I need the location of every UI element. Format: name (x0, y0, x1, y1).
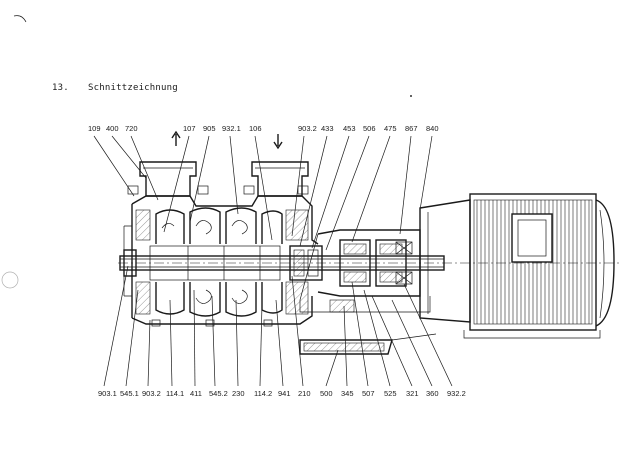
label-top-903-2: 903.2 (298, 124, 317, 133)
label-top-475: 475 (384, 124, 397, 133)
bottom-labels: 903.1 545.1 903.2 114.1 411 545.2 230 11… (98, 265, 466, 398)
label-bottom-903-2: 903.2 (142, 389, 161, 398)
scan-marks (1, 15, 412, 289)
shaft-assembly (118, 245, 620, 281)
label-top-840: 840 (426, 124, 439, 133)
label-bottom-903-1: 903.1 (98, 389, 117, 398)
lantern-coupling (299, 229, 431, 313)
label-bottom-545-1: 545.1 (120, 389, 139, 398)
label-top-107: 107 (183, 124, 196, 133)
label-top-506: 506 (363, 124, 376, 133)
label-top-106: 106 (249, 124, 262, 133)
top-labels: 109 400 720 107 905 932.1 106 903.2 433 … (88, 124, 439, 251)
label-bottom-321: 321 (406, 389, 419, 398)
motor (419, 193, 615, 339)
label-top-867: 867 (405, 124, 418, 133)
label-bottom-932-2: 932.2 (447, 389, 466, 398)
label-bottom-114-1: 114.1 (166, 389, 184, 398)
label-top-453: 453 (343, 124, 356, 133)
label-bottom-500: 500 (320, 389, 333, 398)
pump-casing (123, 130, 319, 327)
label-bottom-545-2: 545.2 (209, 389, 228, 398)
label-top-433: 433 (321, 124, 334, 133)
label-bottom-525: 525 (384, 389, 397, 398)
label-bottom-941: 941 (278, 389, 291, 398)
casing-bolts (151, 319, 273, 327)
label-top-400: 400 (106, 124, 119, 133)
label-bottom-345: 345 (341, 389, 354, 398)
label-bottom-210: 210 (298, 389, 311, 398)
label-top-932-1: 932.1 (222, 124, 241, 133)
label-bottom-114-2: 114.2 (254, 389, 272, 398)
label-top-905: 905 (203, 124, 216, 133)
label-bottom-360: 360 (426, 389, 439, 398)
label-bottom-411: 411 (190, 389, 202, 398)
label-bottom-230: 230 (232, 389, 245, 398)
section-title: Schnittzeichnung (88, 83, 178, 93)
label-top-109: 109 (88, 124, 101, 133)
label-bottom-507: 507 (362, 389, 375, 398)
bearing (395, 241, 413, 285)
label-top-720: 720 (125, 124, 138, 133)
section-number: 13. (52, 83, 69, 93)
base-plate (299, 333, 437, 355)
